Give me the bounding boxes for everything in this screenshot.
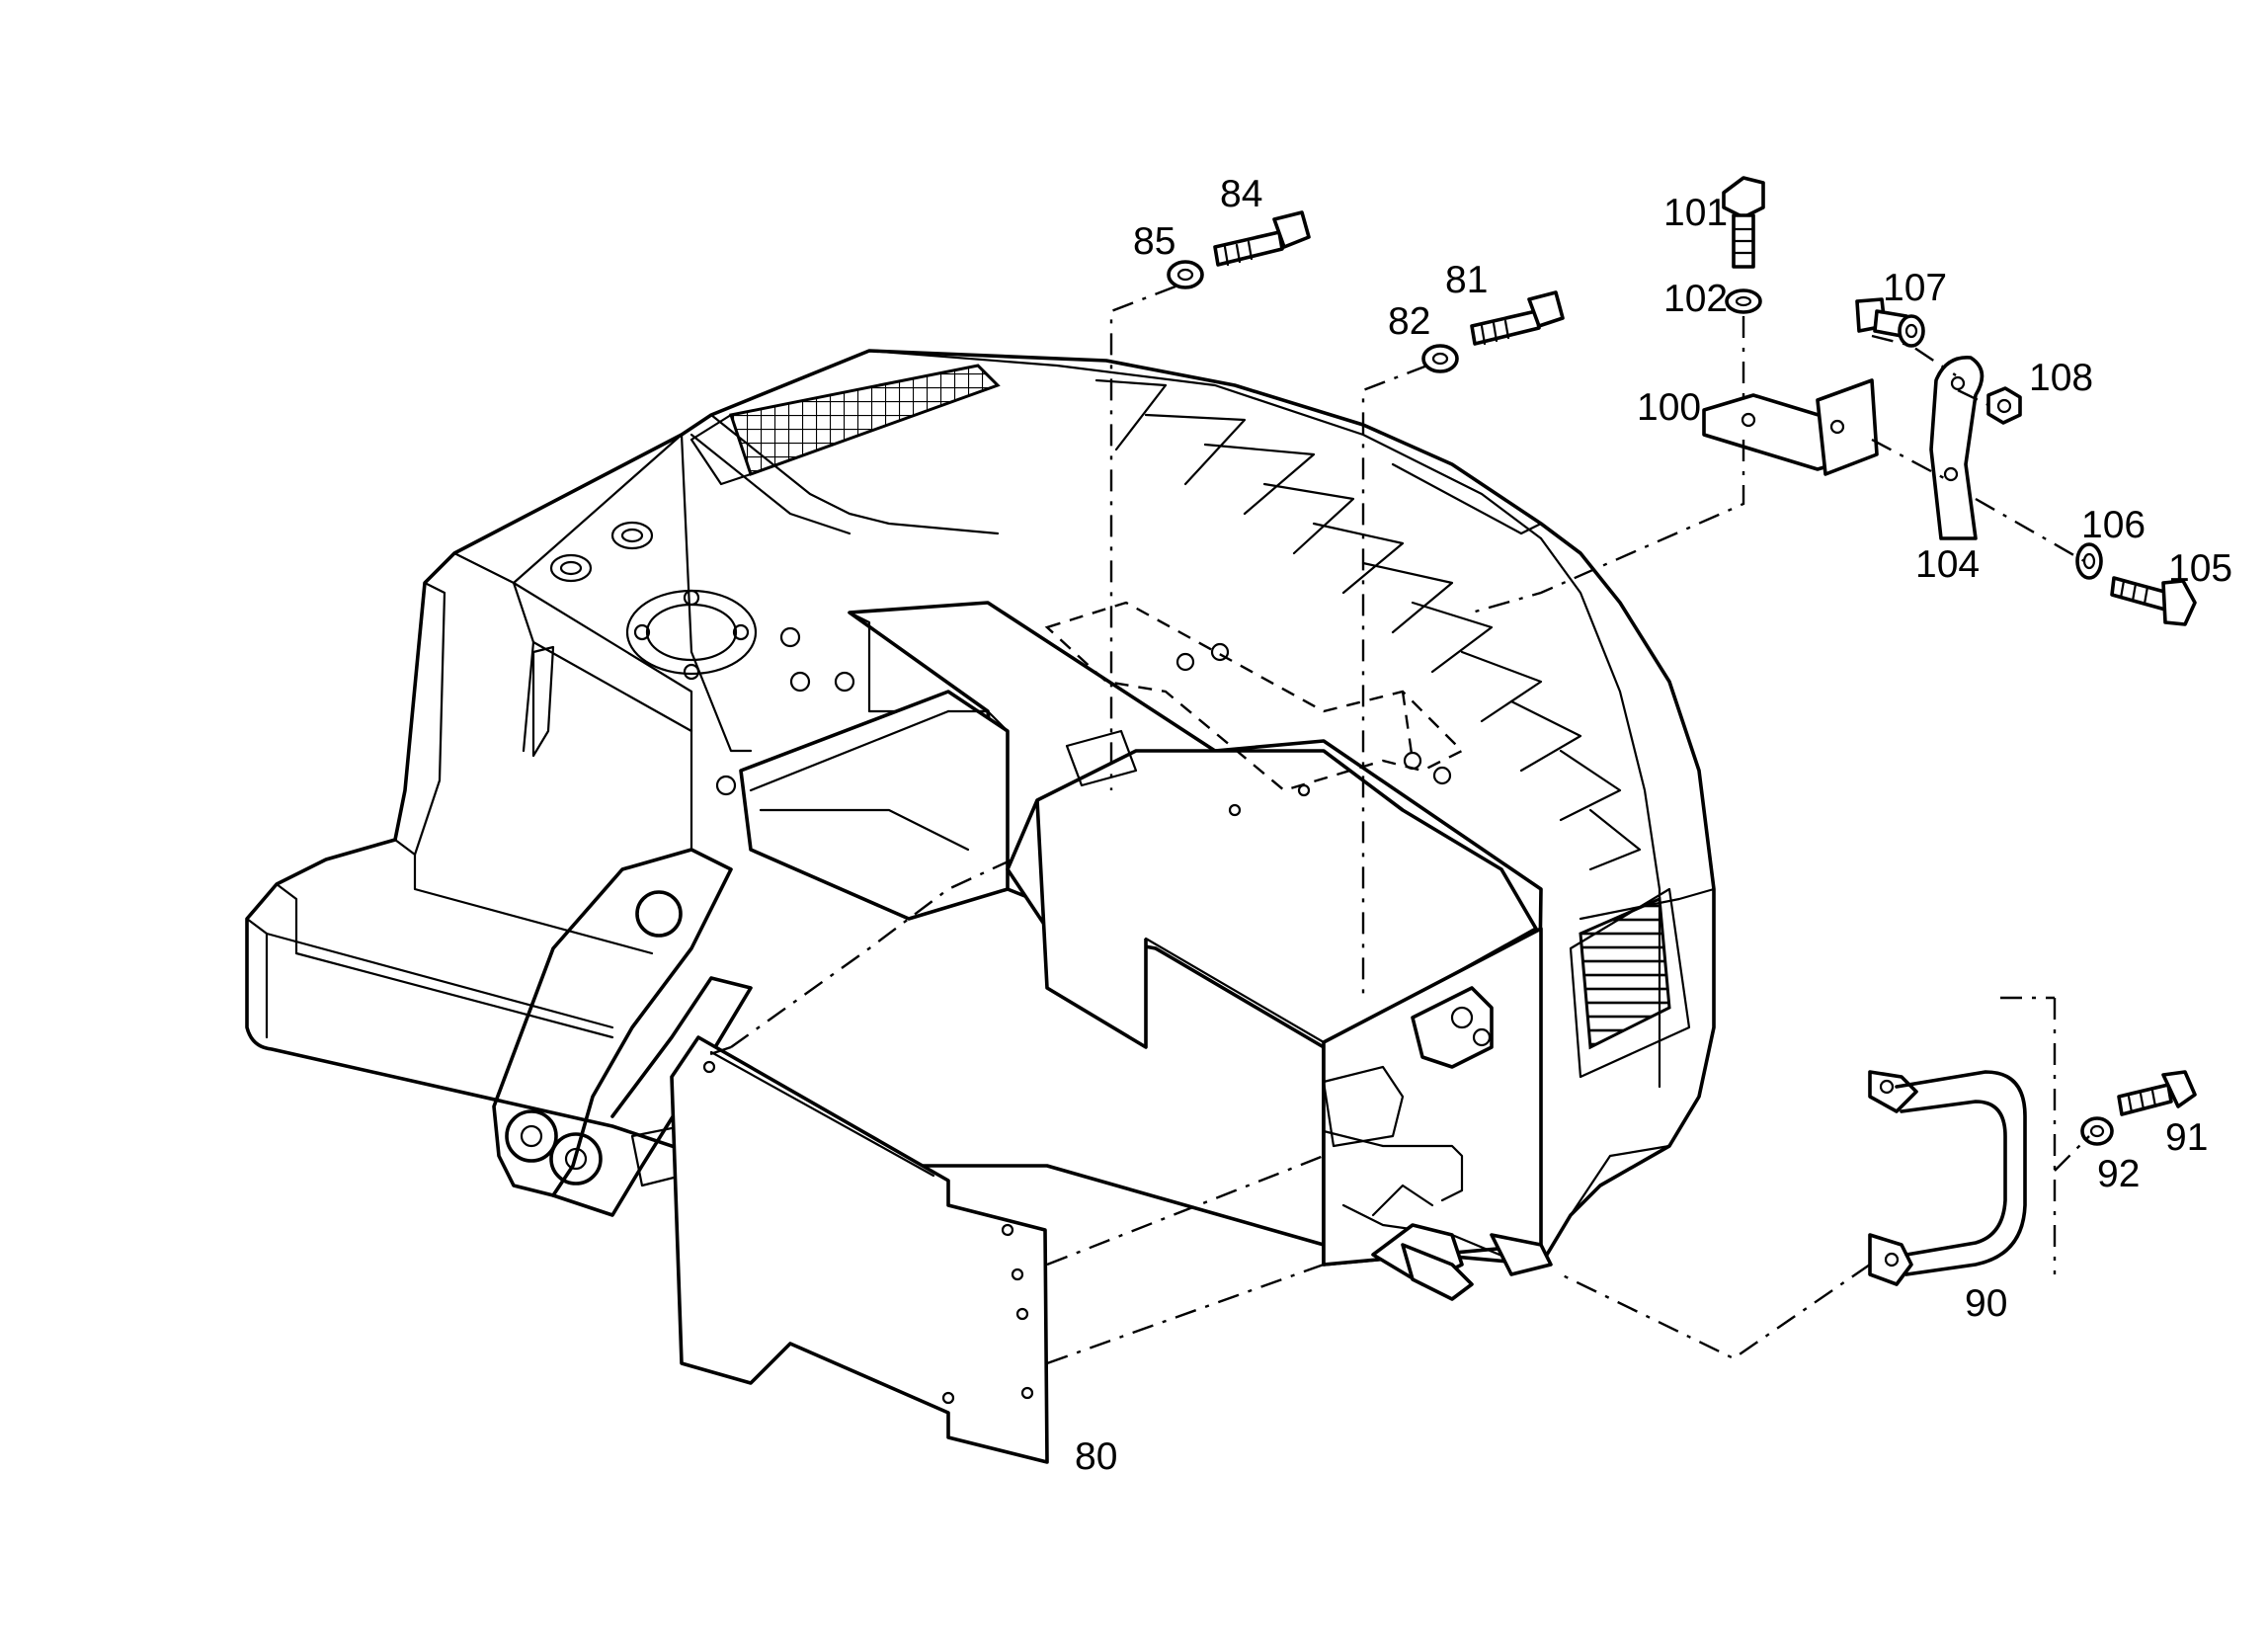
grab-handle-90 <box>1868 1070 2027 1286</box>
callout-102: 102 <box>1663 278 1728 320</box>
callout-104: 104 <box>1915 543 1980 586</box>
callout-108: 108 <box>2029 357 2093 399</box>
callout-92: 92 <box>2097 1153 2140 1195</box>
callout-80: 80 <box>1075 1435 1117 1478</box>
fasteners <box>1167 176 2197 1146</box>
callout-82: 82 <box>1388 300 1430 343</box>
valve-assembly <box>1322 986 1553 1301</box>
callout-81: 81 <box>1445 259 1488 301</box>
callout-91: 91 <box>2165 1116 2208 1159</box>
engine-hood <box>245 349 1716 1267</box>
bracket-100 <box>1702 378 1879 476</box>
callout-100: 100 <box>1637 386 1701 429</box>
assembly-lines <box>700 285 2090 1365</box>
callout-101: 101 <box>1663 192 1728 234</box>
boom-arm <box>492 848 753 1217</box>
cover-plate-80 <box>670 1035 1049 1464</box>
callout-labels: 80 81 82 84 85 90 91 92 100 101 102 104 … <box>1075 173 2232 1478</box>
callout-105: 105 <box>2168 547 2232 590</box>
callout-90: 90 <box>1965 1282 2007 1325</box>
callout-85: 85 <box>1133 220 1175 263</box>
callout-106: 106 <box>2081 504 2146 546</box>
plate-104 <box>1929 356 1984 540</box>
callout-84: 84 <box>1220 173 1262 215</box>
callout-107: 107 <box>1883 267 1947 309</box>
